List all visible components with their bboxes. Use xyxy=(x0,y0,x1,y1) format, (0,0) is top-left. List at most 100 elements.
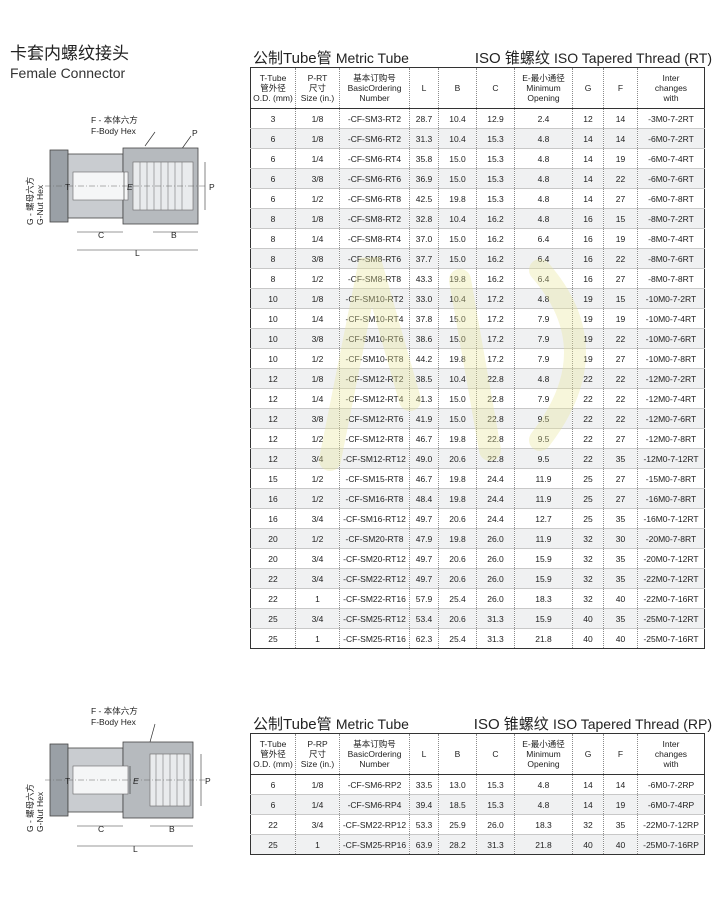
rt-cell: 22 xyxy=(572,408,604,429)
diagram-l-label: L xyxy=(135,248,140,258)
rt-cell: 16.2 xyxy=(476,268,515,289)
rp-cell: 28.2 xyxy=(438,834,477,855)
rp-cell: 33.5 xyxy=(409,774,439,795)
rt-cell: 15 xyxy=(603,288,638,309)
rt-cell: 22 xyxy=(250,588,296,609)
rt-cell: -20M0-7-8RT xyxy=(637,528,705,549)
rt-cell: 25 xyxy=(572,468,604,489)
rt-cell: 16.2 xyxy=(476,228,515,249)
rt-cell: 26.0 xyxy=(476,548,515,569)
rp-cell: 1/8 xyxy=(295,774,340,795)
header-b: B xyxy=(438,67,477,109)
rt-cell: -6M0-7-2RT xyxy=(637,128,705,149)
rt-cell: -CF-SM22-RT12 xyxy=(339,568,410,589)
diagram2-c-label: C xyxy=(98,824,104,834)
rt-cell: 15.0 xyxy=(438,168,477,189)
rt-cell: 6 xyxy=(250,148,296,169)
rt-cell: 12 xyxy=(250,368,296,389)
rt-cell: 15.0 xyxy=(438,308,477,329)
rt-cell: 16 xyxy=(250,508,296,529)
rp-title-left-en: Metric Tube xyxy=(335,716,409,732)
rp-cell: -6M0-7-4RP xyxy=(637,794,705,815)
rt-cell: 1 xyxy=(295,588,340,609)
rt-cell: 3/4 xyxy=(295,568,340,589)
rt-cell: 7.9 xyxy=(514,388,573,409)
rt-cell: 10.4 xyxy=(438,288,477,309)
diagram-e-label: E xyxy=(127,182,133,192)
rt-cell: 12 xyxy=(250,388,296,409)
rt-cell: 20.6 xyxy=(438,448,477,469)
rp-cell: 53.3 xyxy=(409,814,439,835)
diagram-g-nut-en: G-Nut Hex xyxy=(35,184,45,225)
header2-f: F xyxy=(603,733,638,775)
rp-cell: 4.8 xyxy=(514,774,573,795)
header-l: L xyxy=(409,67,439,109)
rt-cell: -CF-SM8-RT4 xyxy=(339,228,410,249)
rp-cell: 14 xyxy=(572,774,604,795)
rt-cell: 8 xyxy=(250,268,296,289)
rp-cell: 1 xyxy=(295,834,340,855)
rt-cell: 36.9 xyxy=(409,168,439,189)
rp-cell: 40 xyxy=(603,834,638,855)
rt-cell: 27 xyxy=(603,188,638,209)
rt-cell: 15.0 xyxy=(438,228,477,249)
rt-cell: 9.5 xyxy=(514,448,573,469)
rt-cell: 19.8 xyxy=(438,268,477,289)
rt-cell: 1/4 xyxy=(295,148,340,169)
rt-cell: 19 xyxy=(603,308,638,329)
rt-cell: 3/8 xyxy=(295,168,340,189)
rt-cell: 19 xyxy=(572,308,604,329)
header-c: C xyxy=(476,67,515,109)
rt-cell: 25 xyxy=(572,508,604,529)
rt-cell: 25 xyxy=(572,488,604,509)
rt-cell: 22 xyxy=(603,168,638,189)
header-f: F xyxy=(603,67,638,109)
rt-cell: -10M0-7-2RT xyxy=(637,288,705,309)
rt-cell: 4.8 xyxy=(514,208,573,229)
rt-cell: 40 xyxy=(603,628,638,649)
rt-cell: 22.8 xyxy=(476,388,515,409)
diagram-p-label-top: P xyxy=(192,128,198,138)
rt-cell: 15.3 xyxy=(476,148,515,169)
rt-cell: 1/2 xyxy=(295,268,340,289)
rp-cell: 6 xyxy=(250,774,296,795)
rt-cell: 19.8 xyxy=(438,528,477,549)
rt-cell: 8 xyxy=(250,228,296,249)
rp-cell: 25 xyxy=(250,834,296,855)
rt-cell: 16 xyxy=(572,228,604,249)
product-title-cn: 卡套内螺纹接头 xyxy=(10,44,129,63)
rt-cell: 25.4 xyxy=(438,628,477,649)
rt-cell: 9.5 xyxy=(514,428,573,449)
rt-title-left-en: Metric Tube xyxy=(335,50,409,66)
rt-cell: 42.5 xyxy=(409,188,439,209)
rt-cell: 15 xyxy=(250,468,296,489)
rt-cell: 1 xyxy=(295,628,340,649)
rt-cell: 38.6 xyxy=(409,328,439,349)
female-connector-rt-diagram: F - 本体六方 F-Body Hex P G - 螺母六方 G-Nut Hex… xyxy=(25,115,215,258)
rt-cell: 35 xyxy=(603,448,638,469)
rt-cell: -10M0-7-8RT xyxy=(637,348,705,369)
rt-cell: 15.3 xyxy=(476,168,515,189)
rt-cell: 6.4 xyxy=(514,268,573,289)
rt-cell: -CF-SM22-RT16 xyxy=(339,588,410,609)
rt-cell: 22 xyxy=(572,428,604,449)
rt-cell: 44.2 xyxy=(409,348,439,369)
rt-cell: -20M0-7-12RT xyxy=(637,548,705,569)
